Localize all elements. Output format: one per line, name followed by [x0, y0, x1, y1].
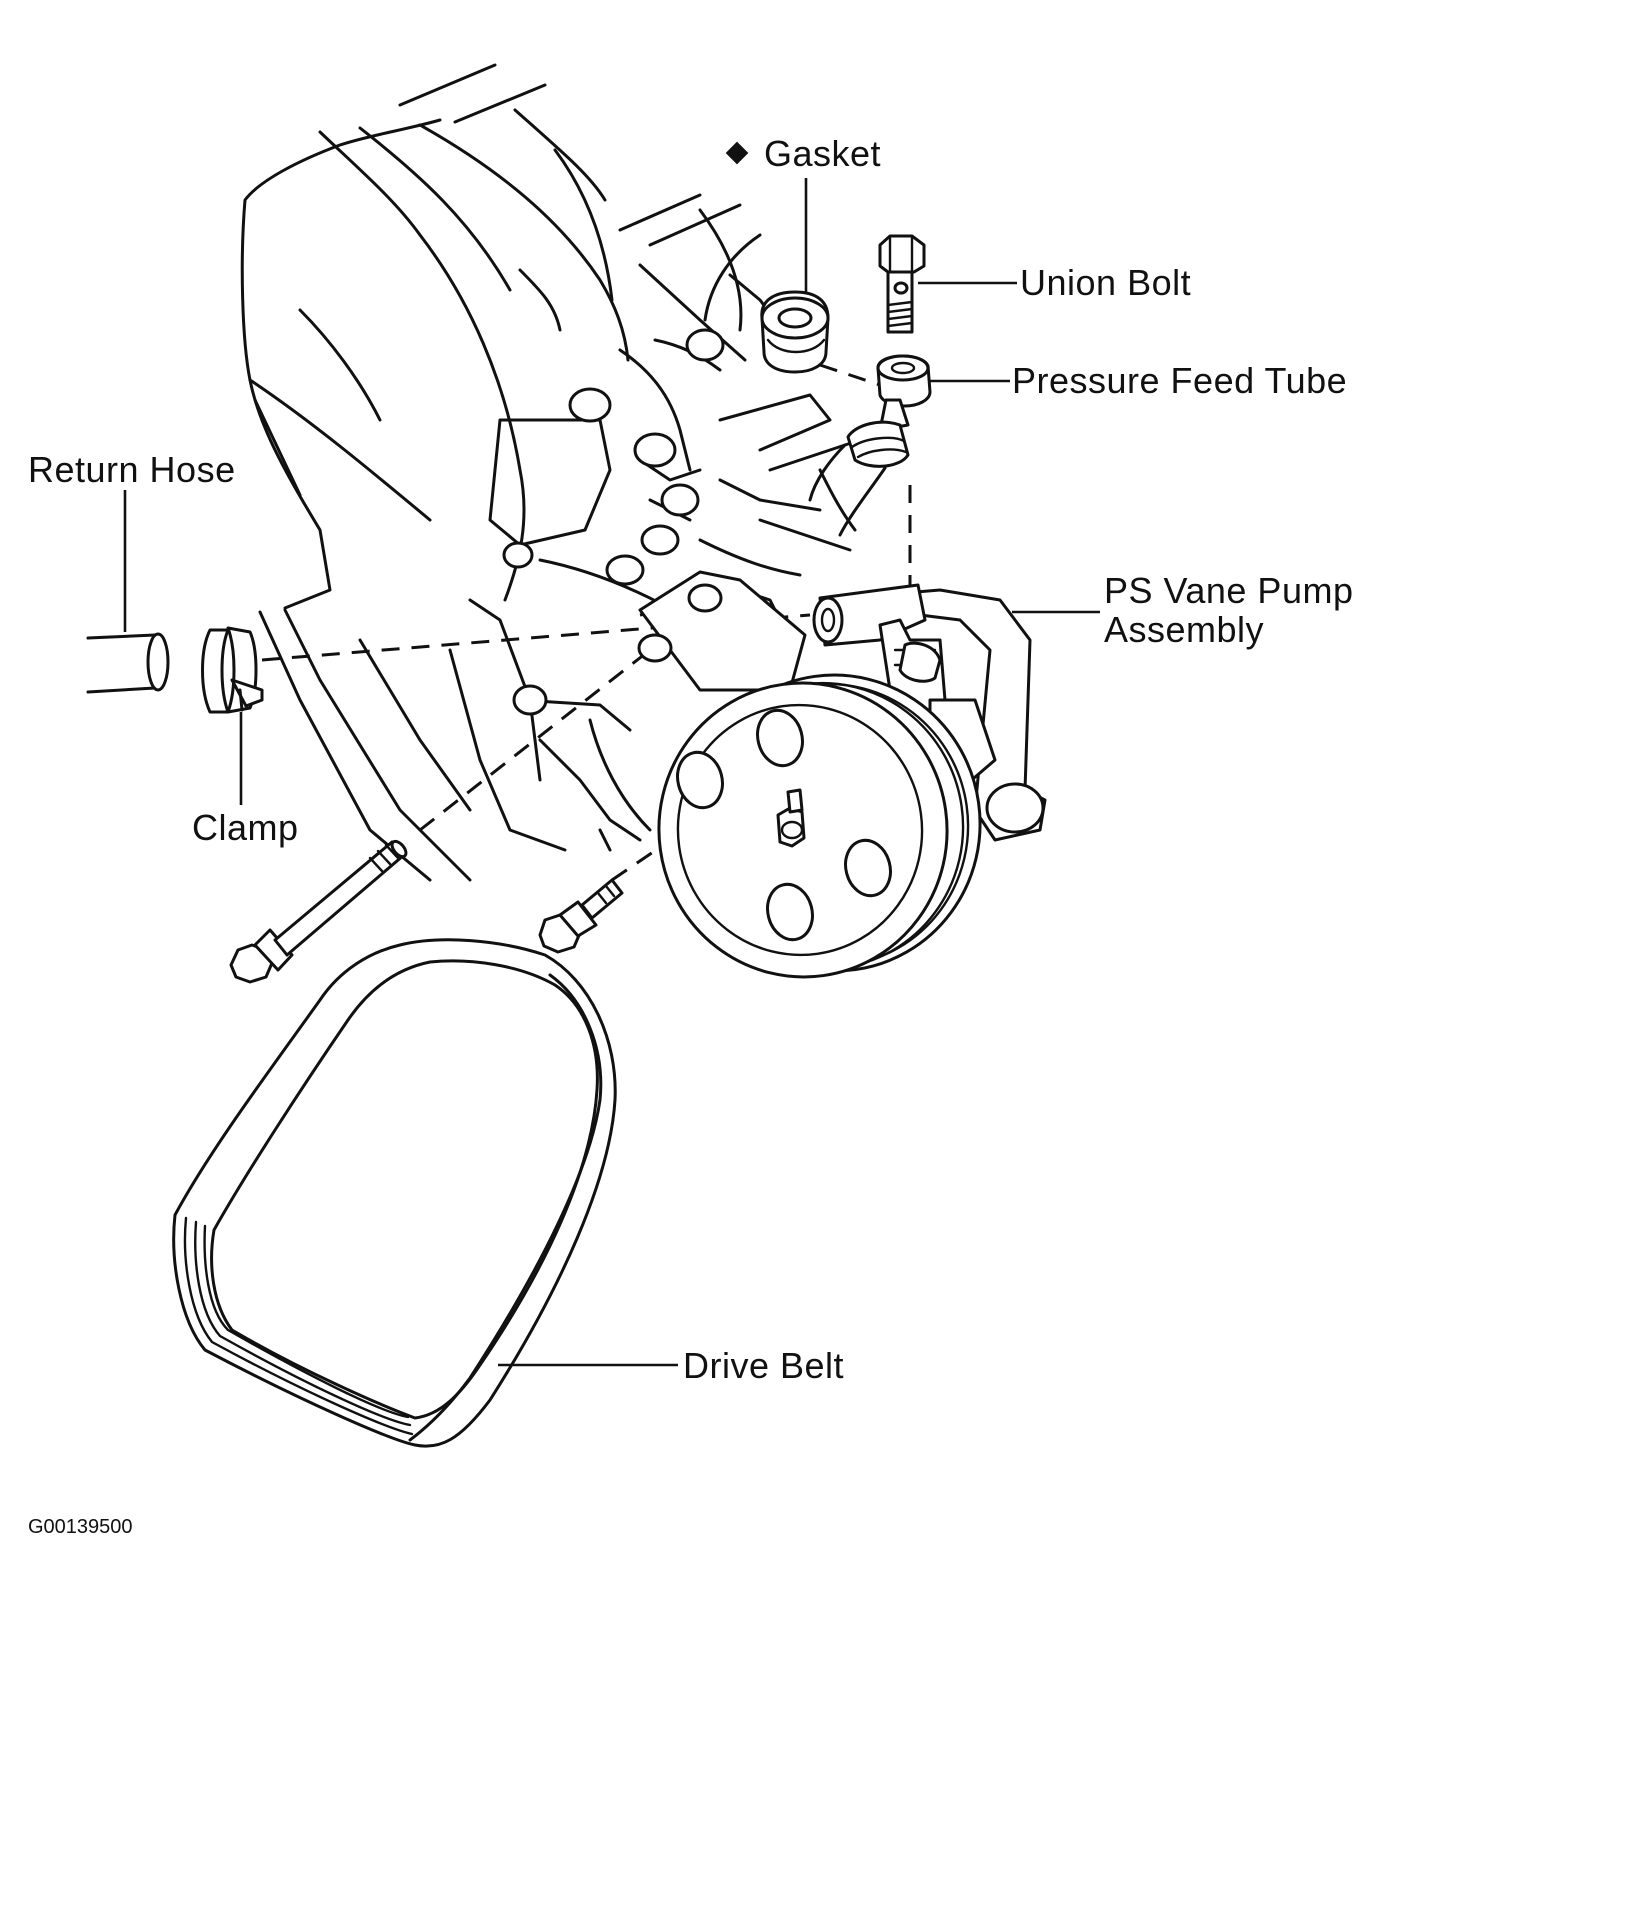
label-return-hose: Return Hose: [28, 449, 236, 490]
drive-belt-part: [174, 940, 615, 1446]
ps-vane-pump-part: [639, 572, 1045, 840]
label-ps-vane-pump-line2: Assembly: [1104, 609, 1264, 650]
labels: Gasket Union Bolt Pressure Feed Tube Ret…: [28, 133, 1353, 1538]
clamp-part: [203, 628, 263, 712]
pulley-part: [640, 656, 999, 995]
engine-block: [242, 65, 860, 880]
label-drive-belt: Drive Belt: [683, 1345, 844, 1386]
label-gasket: Gasket: [764, 133, 881, 174]
pressure-feed-tube-part: [810, 356, 930, 535]
label-ps-vane-pump-line1: PS Vane Pump: [1104, 570, 1353, 611]
label-clamp: Clamp: [192, 807, 299, 848]
diamond-icon: [725, 141, 749, 165]
union-bolt-part: [880, 236, 924, 332]
return-hose: [88, 634, 168, 692]
long-bolt-part: [231, 839, 409, 982]
leader-lines: [125, 178, 1100, 1365]
gasket-part: [762, 292, 828, 372]
short-bolt-part: [540, 880, 622, 952]
label-pressure-feed-tube: Pressure Feed Tube: [1012, 360, 1347, 401]
figure-code: G00139500: [28, 1516, 133, 1538]
label-union-bolt: Union Bolt: [1020, 262, 1191, 303]
